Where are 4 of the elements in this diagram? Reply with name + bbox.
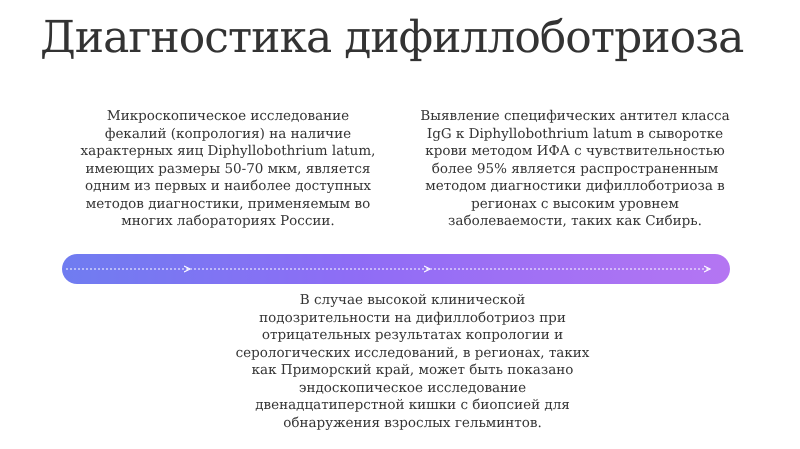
- slide-title: Диагностика дифиллоботриоза: [40, 12, 744, 63]
- text-paragraph: В случае высокой клинической подозрительности на дифиллоботриоз при отрицательных результатах копрологии и серологических исследований, в регионах, таких как Приморский край, может быть показано эндоскопическое исследование двенадцатиперстной кишки с биопсией для обнаружения взрослых гельминтов.: [235, 292, 590, 432]
- text-paragraph: Выявление специфических антител класса IgG к Diphyllobothrium latum в сыворотке крови методом ИФА с чувствительностью более 95% является распространенным методом диагностики дифиллоботриоза в регионах с высоким уровнем заболеваемости, таких как Сибирь.: [420, 108, 730, 230]
- text-paragraph: Микроскопическое исследование фекалий (копрология) на наличие характерных яиц Diphyllobothrium latum, имеющих размеры 50-70 мкм, является одним из первых и наиболее доступных методов диагностики, применяемым во многих лабораториях России.: [80, 108, 376, 230]
